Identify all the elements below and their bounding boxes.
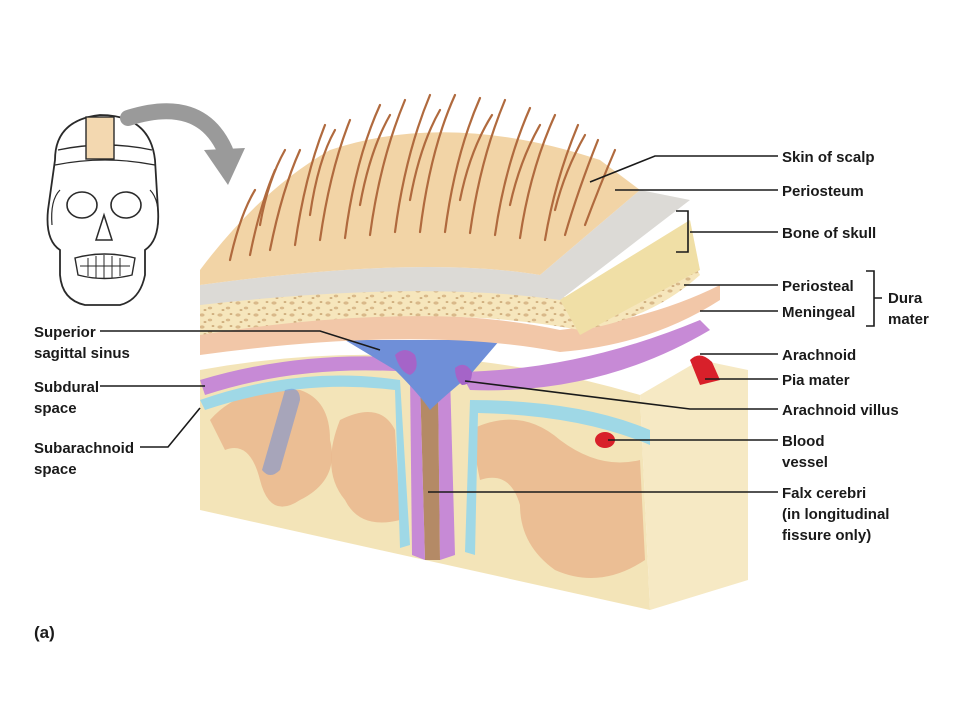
label-dura-line1: Dura	[888, 290, 923, 307]
label-bone-of-skull: Bone of skull	[782, 225, 876, 242]
falx-cerebri	[420, 380, 440, 560]
label-subarachnoid-line1: Subarachnoid	[34, 440, 134, 457]
label-subdural-line2: space	[34, 400, 77, 417]
skull-highlight-box	[85, 116, 115, 160]
label-pia-mater: Pia mater	[782, 372, 850, 389]
label-subdural-line1: Subdural	[34, 379, 99, 396]
leader-superior-sagittal-sinus	[100, 330, 381, 351]
label-arachnoid: Arachnoid	[782, 347, 856, 364]
label-superior-line1: Superior	[34, 324, 96, 341]
curved-arrow-icon	[120, 103, 245, 185]
label-falx-line2: (in longitudinal	[782, 506, 889, 523]
arachnoid-right	[460, 320, 710, 391]
bracket-bone-of-skull	[676, 210, 689, 253]
label-falx-line3: fissure only)	[782, 527, 871, 544]
skull-thumbnail	[46, 114, 160, 306]
label-superior-line2: sagittal sinus	[34, 345, 130, 362]
meninges-block	[200, 93, 748, 610]
label-dura-line2: mater	[888, 311, 929, 328]
arachnoid-villus-2	[455, 364, 472, 385]
arachnoid-villus-1	[395, 350, 417, 375]
label-falx-line1: Falx cerebri	[782, 485, 866, 502]
label-blood-line2: vessel	[782, 454, 828, 471]
labels-left: Superior sagittal sinus Subdural space S…	[34, 324, 134, 478]
arachnoid-left	[200, 356, 410, 395]
gyri-right	[470, 419, 645, 578]
labels-right: Skin of scalp Periosteum Bone of skull P…	[782, 149, 929, 544]
leader-subarachnoid-space	[140, 407, 201, 448]
dura-mater	[200, 285, 720, 355]
label-arachnoid-villus: Arachnoid villus	[782, 402, 899, 419]
label-blood-line1: Blood	[782, 433, 825, 450]
leader-arachnoid-villus	[464, 380, 778, 410]
label-meningeal: Meningeal	[782, 304, 855, 321]
figure-label: (a)	[34, 623, 55, 642]
superior-sagittal-sinus	[345, 340, 500, 410]
bracket-dura	[866, 270, 882, 327]
leader-lines	[100, 155, 882, 493]
periosteum-layer	[200, 190, 690, 305]
blood-vessel	[595, 355, 720, 448]
sulcus-left	[262, 388, 300, 475]
hair-strands	[228, 93, 617, 262]
leader-skin-of-scalp	[589, 155, 778, 183]
label-periosteal: Periosteal	[782, 278, 854, 295]
label-skin-of-scalp: Skin of scalp	[782, 149, 875, 166]
compact-bone	[560, 220, 700, 335]
label-periosteum: Periosteum	[782, 183, 864, 200]
block-side-face	[640, 360, 748, 610]
label-subarachnoid-line2: space	[34, 461, 77, 478]
